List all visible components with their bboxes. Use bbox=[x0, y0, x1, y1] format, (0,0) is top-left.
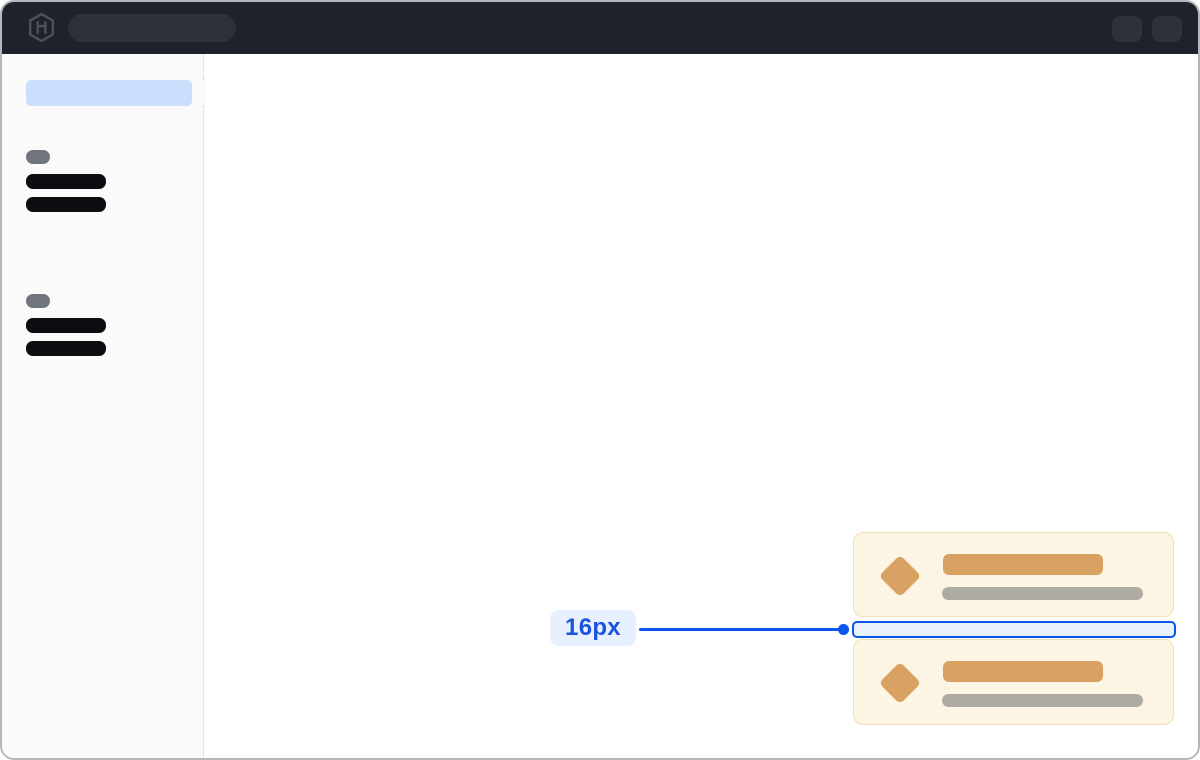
diamond-icon bbox=[878, 661, 922, 705]
sidebar-section-label-skeleton-2 bbox=[26, 294, 50, 308]
spacing-value-label: 16px bbox=[550, 610, 636, 646]
spacing-callout-line bbox=[639, 628, 844, 631]
card-title-skeleton bbox=[943, 661, 1103, 682]
card-title-skeleton bbox=[943, 554, 1103, 575]
sidebar-nav-item-skeleton[interactable] bbox=[26, 197, 106, 212]
sidebar-nav-item-skeleton[interactable] bbox=[26, 341, 106, 356]
sidebar-section-label-skeleton-1 bbox=[26, 150, 50, 164]
sidebar-active-item-skeleton[interactable] bbox=[26, 80, 192, 106]
card-subtitle-skeleton bbox=[942, 587, 1143, 600]
spacing-callout-dot bbox=[838, 624, 849, 635]
card-skeleton-2[interactable] bbox=[853, 639, 1174, 725]
sidebar-nav-item-skeleton[interactable] bbox=[26, 318, 106, 333]
diamond-icon bbox=[878, 554, 922, 598]
sidebar-nav-item-skeleton[interactable] bbox=[26, 174, 106, 189]
top-nav-bar bbox=[2, 2, 1198, 54]
hashicorp-logo-icon[interactable] bbox=[25, 11, 58, 44]
card-subtitle-skeleton bbox=[942, 694, 1143, 707]
topbar-action-skeleton-2[interactable] bbox=[1152, 16, 1182, 42]
topbar-action-skeleton-1[interactable] bbox=[1112, 16, 1142, 42]
search-input-skeleton[interactable] bbox=[68, 14, 236, 42]
sidebar bbox=[2, 54, 204, 758]
spacing-gap-highlight bbox=[852, 621, 1176, 638]
card-skeleton-1[interactable] bbox=[853, 532, 1174, 617]
